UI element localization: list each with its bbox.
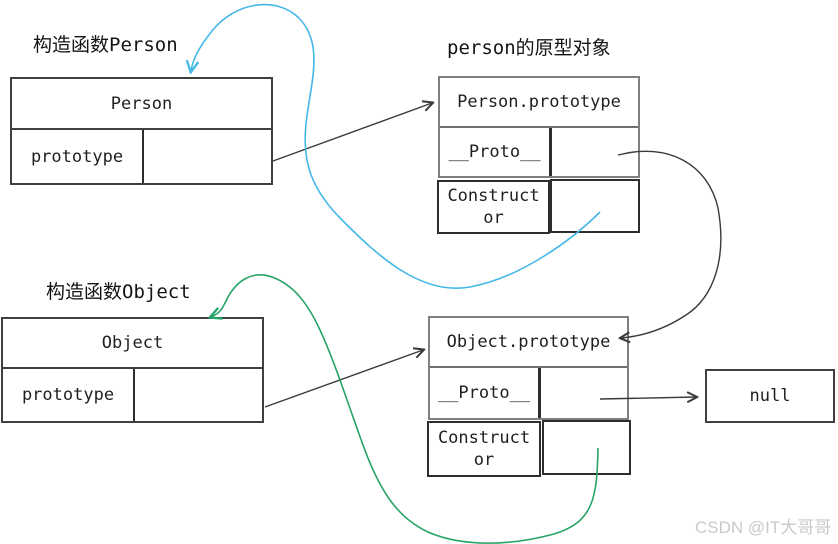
object-prototype-box: Object.prototype __Proto__ (428, 316, 629, 420)
object-proto-field: __Proto__ (430, 368, 541, 418)
person-prototype-value-cell (144, 130, 271, 183)
object-prototype-field: prototype (3, 369, 135, 421)
object-box-title: Object (3, 319, 262, 369)
object-prototype-box-title: Object.prototype (430, 318, 627, 368)
person-proto-value-cell (552, 128, 638, 176)
label-constructor-object: 构造函数Object (46, 281, 191, 303)
person-prototype-field: prototype (12, 130, 144, 183)
csdn-watermark: CSDN @IT大哥哥 (695, 518, 832, 537)
null-box: null (705, 369, 835, 423)
person-proto-field: __Proto__ (440, 128, 552, 176)
object-proto-value-cell (541, 368, 627, 418)
person-constructor-value-cell (550, 179, 640, 233)
object-box: Object prototype (1, 317, 264, 423)
label-person-prototype-object: person的原型对象 (447, 37, 611, 59)
object-prototype-value-cell (135, 369, 262, 421)
object-constructor-value-cell (542, 420, 631, 475)
person-prototype-box: Person.prototype __Proto__ (438, 76, 640, 178)
object-constructor-field: Construct or (427, 421, 541, 477)
label-constructor-person: 构造函数Person (33, 34, 178, 56)
person-box-title: Person (12, 79, 271, 130)
person-constructor-field: Construct or (437, 180, 550, 234)
arrow-object-to-object-prototype (264, 350, 423, 408)
person-prototype-box-title: Person.prototype (440, 78, 638, 128)
arrow-person-to-person-prototype (272, 103, 432, 162)
person-box: Person prototype (10, 77, 273, 185)
